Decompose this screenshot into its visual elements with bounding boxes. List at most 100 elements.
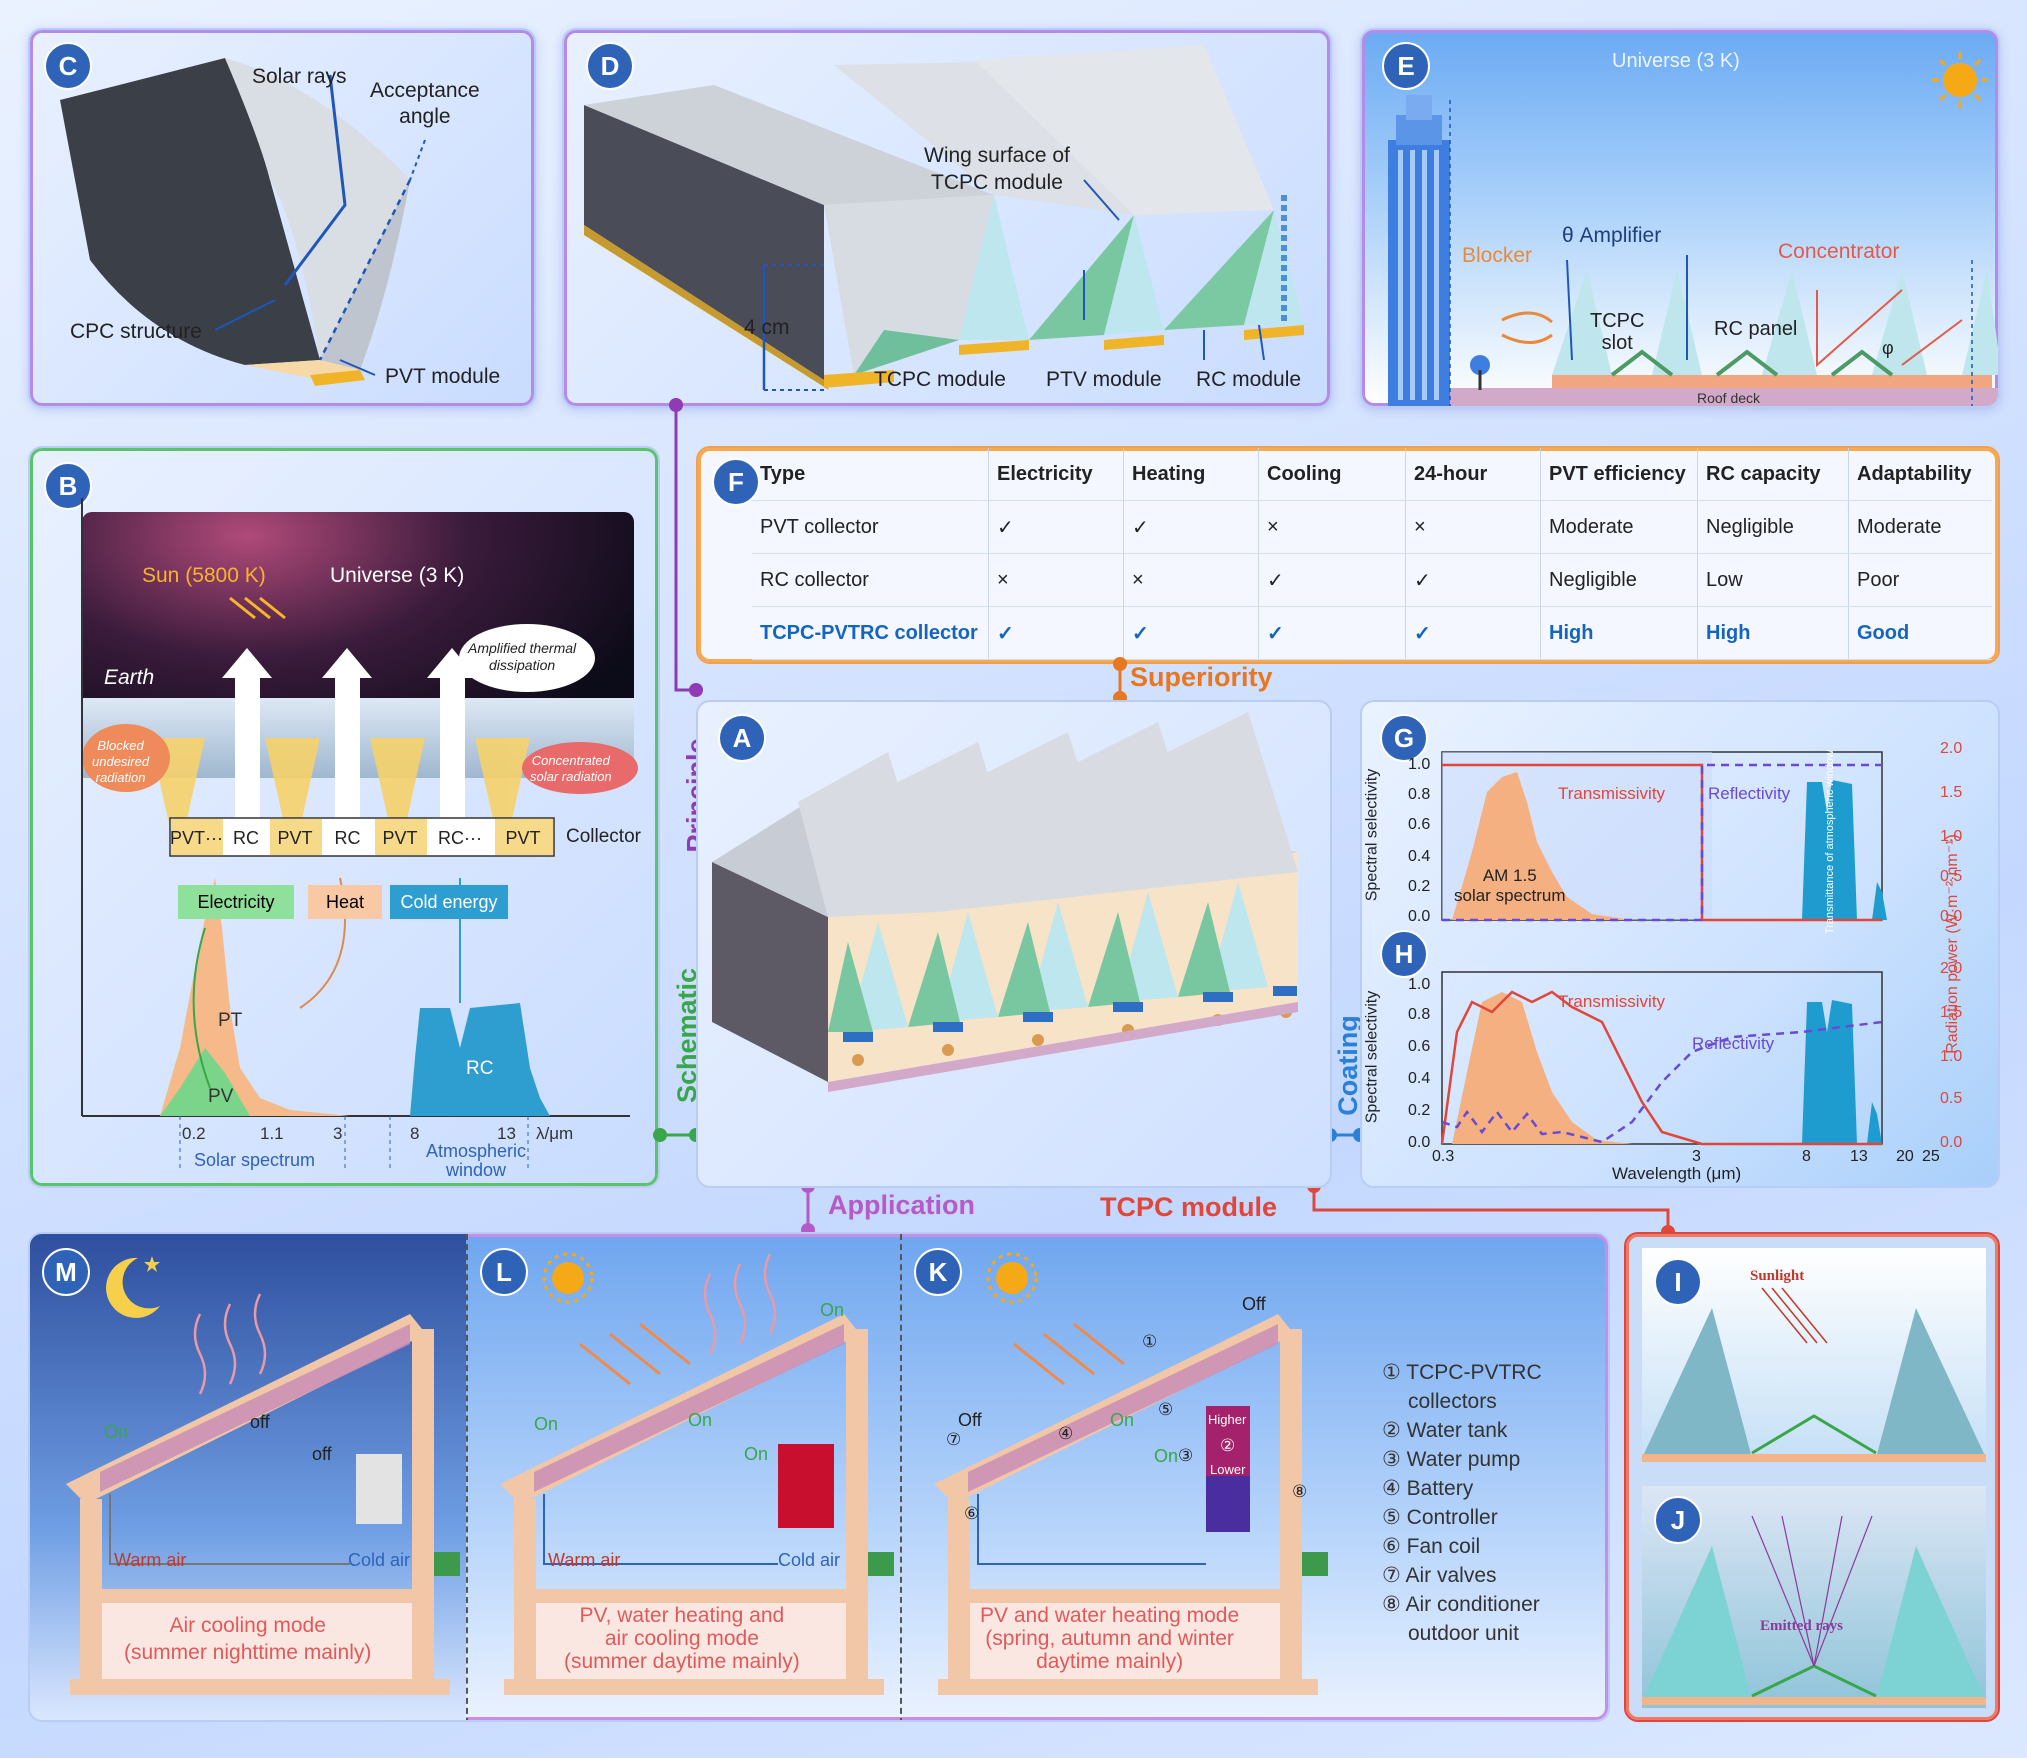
table-cell: Negligible bbox=[1697, 500, 1849, 554]
h-ytick: 1.0 bbox=[1408, 976, 1431, 993]
tick-3: 3 bbox=[333, 1124, 343, 1143]
legend-item: ⑦ Air valves bbox=[1382, 1564, 1497, 1587]
h-xtick: 3 bbox=[1692, 1148, 1701, 1165]
k-n8: ⑧ bbox=[1292, 1482, 1308, 1501]
header-cell: Electricity bbox=[988, 448, 1124, 501]
emitted-rays-illustration bbox=[1642, 1515, 1986, 1705]
reflectivity-line-g bbox=[1442, 763, 1882, 922]
badge-c: C bbox=[44, 42, 92, 90]
g-ytick: 0.4 bbox=[1408, 848, 1431, 865]
g-rtick: 1.5 bbox=[1940, 784, 1963, 801]
l-on-label: On bbox=[820, 1300, 845, 1320]
atm-window-h2 bbox=[1867, 1102, 1882, 1144]
houses-illustration bbox=[66, 1253, 1328, 1695]
panel-e: E Universe (3 K) Blocker θ Amplifier Con… bbox=[1360, 28, 2000, 408]
transmissivity-label-g: Transmissivity bbox=[1558, 784, 1666, 803]
transmissivity-line-h bbox=[1440, 990, 1882, 1146]
k-lower-label: Lower bbox=[1210, 1462, 1246, 1477]
cpc-structure-illustration bbox=[60, 58, 426, 386]
h-rtick: 1.5 bbox=[1940, 1004, 1963, 1021]
m-on-label: On bbox=[104, 1422, 129, 1442]
pt-label: PT bbox=[218, 1010, 243, 1031]
blocker-label: Blocker bbox=[1462, 244, 1533, 267]
xaxis-label: Wavelength (μm) bbox=[1612, 1164, 1742, 1183]
legend-item: collectors bbox=[1408, 1390, 1497, 1413]
tick-13: 13 bbox=[497, 1124, 516, 1143]
atm-window-h bbox=[1802, 1000, 1857, 1144]
badge-e: E bbox=[1382, 42, 1430, 90]
building-roof-illustration bbox=[1388, 95, 1998, 406]
badge-h: H bbox=[1380, 930, 1428, 978]
table-cell: Moderate bbox=[1540, 500, 1698, 554]
sunlight-label: Sunlight bbox=[1750, 1268, 1805, 1284]
panel-ij: Sunlight Emitted rays I J bbox=[1624, 1232, 2000, 1722]
solar-pv-curve bbox=[160, 1048, 250, 1116]
am15-spectrum-h bbox=[1452, 992, 1632, 1144]
electricity-box: Electricity bbox=[178, 885, 294, 919]
k-higher-label: Higher bbox=[1208, 1412, 1247, 1427]
legend-item: ③ Water pump bbox=[1382, 1448, 1521, 1471]
pvt-module-label: PVT module bbox=[385, 365, 501, 388]
emitted-rays-label: Emitted rays bbox=[1760, 1618, 1843, 1634]
table-cell: × bbox=[1405, 500, 1541, 554]
g-ytick: 0.6 bbox=[1408, 816, 1431, 833]
h-xtick: 13 bbox=[1850, 1148, 1868, 1165]
sun-icon bbox=[986, 1252, 1038, 1304]
g-rtick: 2.0 bbox=[1940, 740, 1963, 757]
reflectivity-label-g: Reflectivity bbox=[1708, 784, 1791, 803]
h-xtick: 8 bbox=[1802, 1148, 1811, 1165]
badge-b: B bbox=[44, 462, 92, 510]
table-cell: High bbox=[1540, 606, 1698, 660]
transmissivity-label-h: Transmissivity bbox=[1558, 992, 1666, 1011]
g-rtick: 0.0 bbox=[1940, 908, 1963, 925]
collector-schematic-illustration bbox=[712, 712, 1298, 1092]
tcpc-module-label: TCPC module bbox=[874, 368, 1006, 391]
k-on-label: On bbox=[1154, 1446, 1179, 1466]
solar-spectrum-label: Solar spectrum bbox=[194, 1150, 316, 1170]
table-cell: TCPC-PVTRC collector bbox=[752, 606, 989, 660]
k-off-label: Off bbox=[1242, 1294, 1266, 1314]
h-rtick: 1.0 bbox=[1940, 1048, 1963, 1065]
h-ytick: 0.2 bbox=[1408, 1102, 1431, 1119]
sun-icon bbox=[542, 1252, 594, 1304]
tick-0-2: 0.2 bbox=[182, 1124, 206, 1143]
collector-cell: RC··· bbox=[438, 828, 482, 848]
h-xtick: 0.3 bbox=[1432, 1148, 1455, 1165]
atm-window-g2 bbox=[1872, 882, 1887, 920]
g-ytick: 0.8 bbox=[1408, 786, 1431, 803]
h-rtick: 2.0 bbox=[1940, 960, 1963, 977]
table-cell: RC collector bbox=[752, 553, 989, 607]
panel-a: A bbox=[696, 700, 1332, 1188]
cpc-structure-label: CPC structure bbox=[70, 320, 202, 343]
h-rtick: 0.5 bbox=[1940, 1090, 1963, 1107]
table-cell: ✓ bbox=[1123, 500, 1259, 554]
table-cell: Moderate bbox=[1848, 500, 1992, 554]
h-xtick: 20 bbox=[1896, 1148, 1914, 1165]
table-cell: × bbox=[1258, 500, 1406, 554]
atm-window-annotation: Transmittance of atmospheric window bbox=[1824, 749, 1837, 935]
am15-spectrum-g bbox=[1452, 772, 1632, 920]
panel-f: F Type Electricity Heating Cooling 24-ho… bbox=[696, 446, 2000, 664]
m-off-label: off bbox=[312, 1444, 332, 1464]
badge-m: M bbox=[42, 1248, 90, 1296]
table-row-highlight: TCPC-PVTRC collector ✓ ✓ ✓ ✓ High High G… bbox=[752, 606, 1992, 660]
table-cell: ✓ bbox=[1123, 606, 1259, 660]
legend-item: ⑤ Controller bbox=[1382, 1506, 1498, 1529]
height-4cm-label: 4 cm bbox=[744, 316, 790, 339]
universe-label: Universe (3 K) bbox=[330, 564, 465, 587]
header-cell: RC capacity bbox=[1697, 448, 1849, 501]
m-mode-label: Air cooling mode(summer nighttime mainly… bbox=[124, 1614, 372, 1664]
superiority-label: Superiority bbox=[1130, 662, 1273, 692]
collector-cell: PVT bbox=[382, 828, 418, 848]
reflectivity-line-h bbox=[1441, 1020, 1883, 1144]
atm-window-g bbox=[1802, 780, 1857, 920]
tcpc-module-section-label: TCPC module bbox=[1100, 1192, 1278, 1222]
table-row: RC collector × × ✓ ✓ Negligible Low Poor bbox=[752, 553, 1992, 607]
k-n2: ② bbox=[1220, 1436, 1236, 1455]
